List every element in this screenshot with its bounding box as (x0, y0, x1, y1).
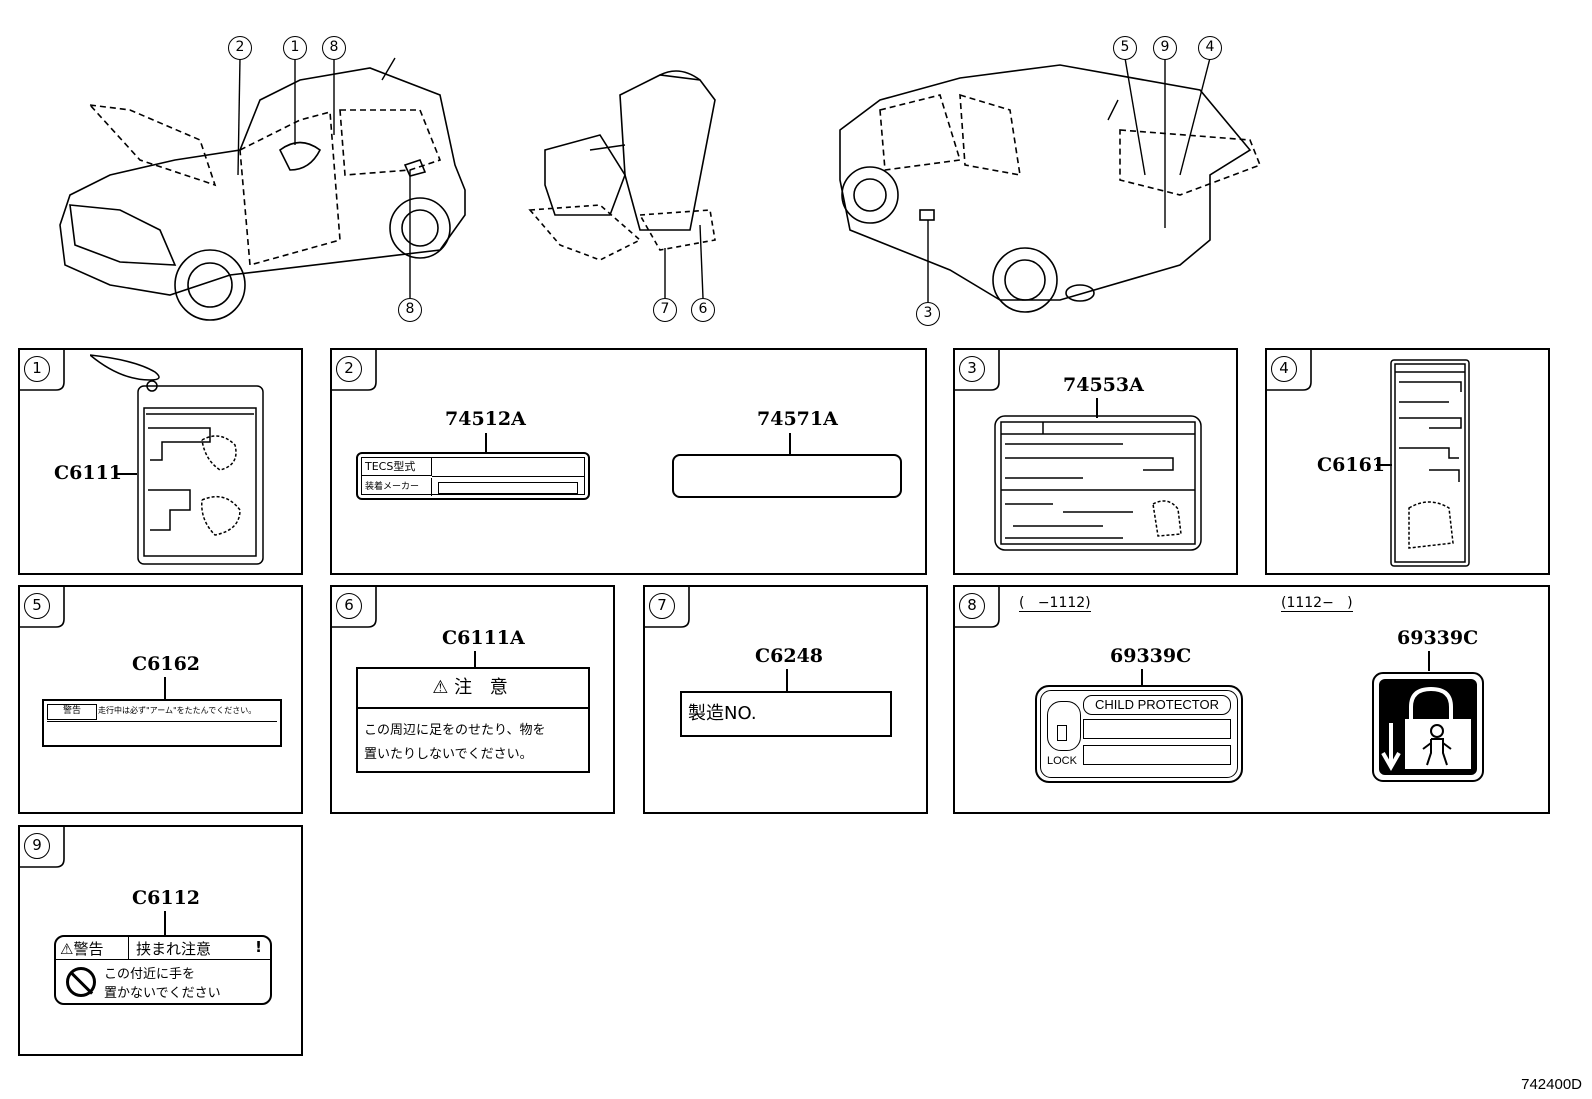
panel-tab: 6 (332, 587, 377, 628)
panel-tab: 7 (645, 587, 690, 628)
part-number: C6112 (132, 887, 201, 909)
part-number-74512A: 74512A (445, 408, 526, 430)
part-number: C6162 (132, 653, 201, 675)
callout-5: 5 (1113, 36, 1137, 60)
panel-tab: 3 (955, 350, 1000, 391)
part-number: C6111A (442, 627, 525, 649)
child-lock-icon (1372, 672, 1484, 782)
callout-7: 7 (653, 298, 677, 322)
panel-7: 7 C6248 製造NO. (643, 585, 928, 814)
panel-3: 3 74553A (953, 348, 1238, 575)
pinch-warning-label: ⚠警告 挟まれ注意 ! この付近に手を 置かないでください (54, 935, 272, 1005)
warning-label: 警告 走行中は必ず"アーム"をたたんでください。 (42, 699, 282, 747)
panel-9: 9 C6112 ⚠警告 挟まれ注意 ! この付近に手を 置かないでください (18, 825, 303, 1056)
caution-label: ⚠ 注 意 この周辺に足をのせたり、物を 置いたりしないでください。 (356, 667, 590, 773)
callout-leader-lines (237, 57, 1211, 302)
part-number: C6248 (755, 645, 824, 667)
panel-tab: 4 (1267, 350, 1312, 391)
front-car-drawing (59, 67, 466, 321)
vehicle-overview-illustration (59, 57, 1262, 321)
part-number: C6161 (1317, 454, 1386, 476)
panel-5: 5 C6162 警告 走行中は必ず"アーム"をたたんでください。 (18, 585, 303, 814)
part-number-right: 69339C (1397, 627, 1479, 649)
panel-6: 6 C6111A ⚠ 注 意 この周辺に足をのせたり、物を 置いたりしないでくだ… (330, 585, 615, 814)
panel-1: 1 C6111 (18, 348, 303, 575)
part-number-74571A: 74571A (757, 408, 838, 430)
part-number-left: 69339C (1110, 645, 1192, 667)
seat-drawing (528, 70, 716, 261)
callout-9: 9 (1153, 36, 1177, 60)
panel-tab: 5 (20, 587, 65, 628)
panel-tab: 2 (332, 350, 377, 391)
panel-2: 2 74512A TECS型式 装着メーカー 74571A (330, 348, 927, 575)
range-right: (1112− ) (1281, 595, 1353, 612)
callout-3: 3 (916, 302, 940, 326)
warning-triangle-icon: ⚠ (60, 940, 74, 958)
callout-6: 6 (691, 298, 715, 322)
child-protector-label: CHILD PROTECTOR LOCK (1035, 685, 1243, 783)
serial-label: 製造NO. (680, 691, 892, 737)
panel-tab: 1 (20, 350, 65, 391)
no-hand-icon (66, 967, 96, 997)
callout-8-bottom: 8 (398, 298, 422, 322)
callout-2: 2 (228, 36, 252, 60)
part-number: C6111 (54, 462, 123, 484)
blank-label (672, 454, 902, 498)
document-id: 742400D (1521, 1076, 1582, 1093)
panel-tab: 8 (955, 587, 1000, 628)
lock-switch-icon (1047, 701, 1081, 751)
label-tag-drawing (90, 354, 264, 565)
callout-1: 1 (283, 36, 307, 60)
range-left: ( −1112) (1019, 595, 1091, 612)
label-drawing (994, 415, 1202, 551)
panel-4: 4 C6161 (1265, 348, 1550, 575)
label-drawing (1390, 359, 1470, 567)
callout-4: 4 (1198, 36, 1222, 60)
rear-car-drawing (839, 64, 1262, 313)
panel-8: 8 ( −1112) (1112− ) 69339C CHILD PROTECT… (953, 585, 1550, 814)
panel-tab: 9 (20, 827, 65, 868)
tecs-label: TECS型式 装着メーカー (356, 452, 590, 500)
callout-8-top: 8 (322, 36, 346, 60)
part-number: 74553A (1063, 374, 1144, 396)
warning-triangle-icon: ⚠ (432, 677, 449, 698)
